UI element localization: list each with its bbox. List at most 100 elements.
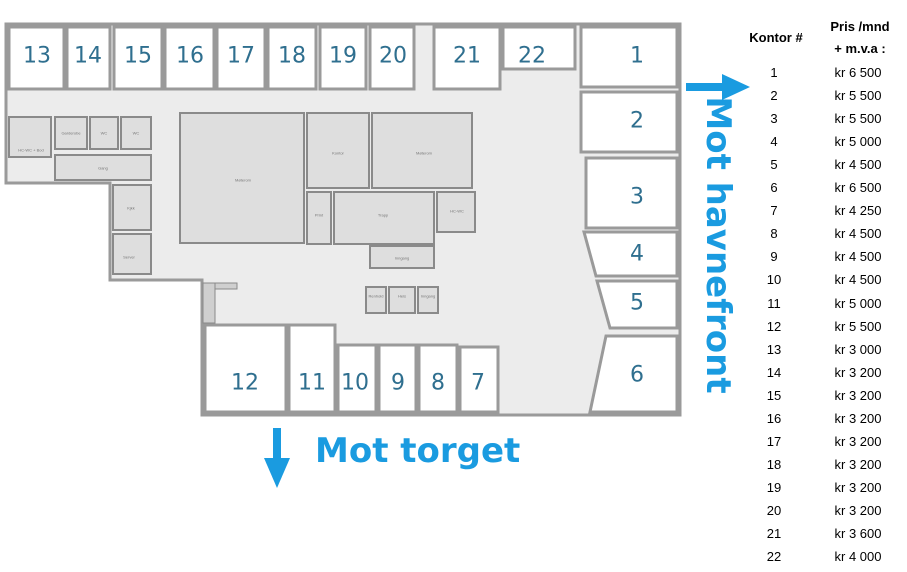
kontor-cell: 12 (766, 318, 782, 334)
office-10[interactable]: 10 (341, 371, 369, 396)
office-21[interactable]: 21 (453, 44, 481, 69)
office-5[interactable]: 5 (630, 291, 644, 316)
office-14[interactable]: 14 (74, 44, 102, 69)
room-label-server: Server (123, 255, 135, 260)
room-label-kontor: Kontor (332, 151, 344, 156)
arrow-down-shaft (273, 428, 281, 462)
room-label-wc: WC (101, 131, 108, 136)
price-cell: kr 4 500 (834, 226, 882, 242)
kontor-cell: 7 (770, 203, 778, 219)
kontor-cell: 1 (770, 65, 778, 80)
havnefront-indicator: Mot havnefront (686, 74, 750, 394)
price-cell: kr 3 000 (834, 341, 882, 357)
kontor-cell: 22 (766, 549, 782, 565)
kontor-cell: 6 (770, 180, 778, 196)
price-cell: kr 5 500 (834, 88, 882, 104)
office-4[interactable]: 4 (630, 242, 644, 267)
office-11[interactable]: 11 (298, 371, 326, 396)
office-12[interactable]: 12 (231, 371, 259, 396)
price-cell: kr 3 200 (834, 456, 882, 472)
kontor-cell: 5 (770, 157, 778, 173)
havnefront-label: Mot havnefront (698, 96, 738, 393)
table-row: 15 kr 3 200 (738, 388, 904, 411)
price-cell: kr 6 500 (834, 180, 882, 196)
table-row: 3 kr 5 500 (738, 111, 904, 134)
room-label-moterom: Møterom (235, 178, 252, 183)
office-2[interactable]: 2 (630, 109, 644, 134)
price-cell: kr 4 500 (834, 157, 882, 173)
room-label-print: Print (315, 213, 324, 218)
office-15[interactable]: 15 (124, 44, 152, 69)
table-row: 8 kr 4 500 (738, 226, 904, 249)
kontor-cell: 15 (766, 387, 782, 403)
table-row: 4 kr 5 000 (738, 134, 904, 157)
kontor-cell: 16 (766, 410, 782, 426)
office-19[interactable]: 19 (329, 44, 357, 69)
room-label-inngang: Inngang (421, 294, 435, 299)
price-cell: kr 3 200 (834, 502, 882, 518)
room-label-renhold: Renhold (369, 294, 384, 299)
bottom-office-row (203, 323, 500, 414)
office-17[interactable]: 17 (227, 44, 255, 69)
kontor-cell: 13 (766, 341, 782, 357)
kontor-cell: 10 (766, 272, 782, 288)
price-cell: kr 5 000 (834, 134, 882, 150)
kontor-cell: 4 (770, 134, 778, 150)
office-8[interactable]: 8 (431, 371, 445, 396)
table-row: 9 kr 4 500 (738, 249, 904, 272)
price-cell: kr 5 000 (834, 295, 882, 311)
top-office-row (7, 25, 679, 91)
office-3[interactable]: 3 (630, 185, 644, 210)
price-cell: kr 4 500 (834, 249, 882, 265)
office-22[interactable]: 22 (518, 44, 546, 69)
room-label-kjokken: Kjkk (127, 206, 135, 211)
table-row: 12 kr 5 500 (738, 319, 904, 342)
torget-label: Mot torget (315, 431, 520, 471)
price-cell: kr 5 500 (834, 111, 882, 127)
header-price-line2: + m.v.a : (834, 41, 886, 56)
room-label-heis: Heis (398, 294, 406, 299)
room-label-moterom: Møterom (416, 151, 433, 156)
office-numbers: 13 14 15 16 17 18 19 20 21 22 1 2 3 4 5 … (23, 44, 644, 396)
room-label-trapp: Trapp (378, 213, 389, 218)
price-cell: kr 3 200 (834, 410, 882, 426)
price-cell: kr 3 200 (834, 433, 882, 449)
table-row: 5 kr 4 500 (738, 157, 904, 180)
price-cell: kr 4 500 (834, 272, 882, 288)
header-kontor: Kontor # (749, 30, 803, 45)
office-7[interactable]: 7 (471, 371, 485, 396)
kontor-cell: 8 (770, 226, 778, 242)
table-row: 13 kr 3 000 (738, 342, 904, 365)
office-16[interactable]: 16 (176, 44, 204, 69)
kontor-cell: 19 (766, 479, 782, 495)
room-label-garderobe: Garderobe (61, 131, 81, 136)
price-cell: kr 5 500 (834, 318, 882, 334)
price-cell: kr 3 200 (834, 387, 882, 403)
table-row: 6 kr 6 500 (738, 180, 904, 203)
right-office-column (579, 90, 679, 414)
table-row: 11 kr 5 000 (738, 296, 904, 319)
office-1[interactable]: 1 (630, 44, 644, 69)
room-labels: Garderobe WC WC HC-WC + Bod Gang Kjkk Se… (18, 131, 464, 299)
header-price-line1: Pris /mnd (830, 19, 890, 34)
office-18[interactable]: 18 (278, 44, 306, 69)
kontor-cell: 11 (767, 295, 781, 311)
table-row: 10 kr 4 500 (738, 272, 904, 295)
kontor-cell: 9 (770, 249, 778, 265)
office-20[interactable]: 20 (379, 44, 407, 69)
kontor-cell: 21 (766, 526, 782, 541)
office-13[interactable]: 13 (23, 44, 51, 69)
office-6[interactable]: 6 (630, 363, 644, 388)
arrow-right-icon (722, 74, 750, 100)
room-label-hc-wc-bod: HC-WC + Bod (18, 148, 43, 153)
kontor-cell: 18 (766, 456, 782, 472)
office-9[interactable]: 9 (391, 371, 405, 396)
kontor-cell: 20 (766, 502, 782, 518)
arrow-right-shaft (686, 83, 726, 91)
kontor-cell: 3 (770, 111, 778, 127)
